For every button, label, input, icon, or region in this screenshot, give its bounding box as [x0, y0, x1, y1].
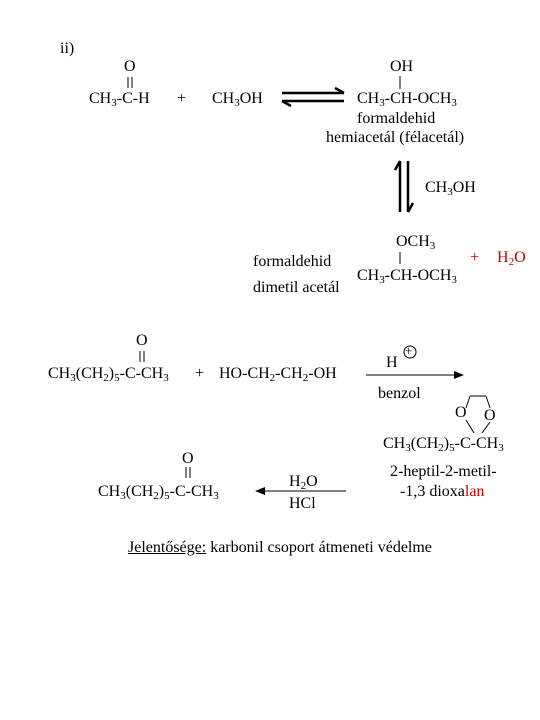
catalyst-h: H — [386, 354, 398, 371]
hydrolysis-water: H2O — [289, 473, 318, 492]
solvent-label: benzol — [378, 385, 421, 402]
diol-formula: HO-CH2-CH2-OH — [219, 365, 337, 384]
ring-oxygen-left: O — [455, 404, 467, 421]
significance-label: Jelentősége — [128, 539, 202, 556]
water-product: H2O — [497, 249, 526, 268]
carbonyl-double-bond-3 — [185, 467, 191, 478]
hemiacetal-name-line1: formaldehid — [357, 110, 436, 127]
regenerated-ketone-formula: CH3(CH2)5-C-CH3 — [98, 483, 219, 502]
product-name-line1: 2-heptil-2-metil- — [390, 463, 497, 480]
acetal-plus: + — [470, 249, 480, 266]
methanol-formula: CH3OH — [212, 90, 263, 109]
plus-sign-1: + — [177, 90, 187, 107]
dioxolane-ring — [465, 395, 491, 434]
product-formula: CH3(CH2)5-C-CH3 — [383, 435, 504, 454]
acetal-name-line1: formaldehid — [253, 253, 332, 270]
ring-oxygen-right: O — [484, 407, 496, 424]
carbonyl-double-bond-2 — [139, 351, 145, 362]
hemiacetal-formula: CH3-CH-OCH3 — [357, 90, 457, 109]
significance-text: karbonil csoport átmeneti védelme — [206, 539, 432, 556]
ketone-oxygen: O — [136, 332, 148, 349]
hemiacetal-name-line2: hemiacetál (félacetál) — [326, 129, 465, 146]
acetal-name-line2: dimetil acetál — [253, 279, 340, 296]
section-label: ii) — [60, 40, 75, 57]
hemiacetal-oh: OH — [390, 58, 414, 75]
hydrolysis-hcl: HCl — [289, 495, 316, 512]
ketone-formula: CH3(CH2)5-C-CH3 — [48, 365, 169, 384]
second-methanol: CH3OH — [425, 179, 476, 198]
charge-circle — [403, 345, 417, 359]
acetaldehyde-formula: CH3-C-H — [89, 90, 150, 109]
acetal-och3: OCH3 — [396, 233, 436, 252]
acetaldehyde-oxygen: O — [124, 58, 136, 75]
regenerated-ketone-oxygen: O — [182, 450, 194, 467]
significance-line: Jelentősége: karbonil csoport átmeneti v… — [128, 539, 432, 556]
catalyst-charge: + — [405, 343, 413, 358]
equilibrium-arrows-1 — [281, 86, 345, 108]
carbonyl-double-bond-1 — [127, 77, 133, 88]
acetal-formula: CH3-CH-OCH3 — [357, 267, 457, 286]
product-name-line2: -1,3 dioxalan — [400, 483, 485, 500]
plus-sign-2: + — [195, 365, 205, 382]
equilibrium-arrows-2 — [393, 160, 415, 213]
